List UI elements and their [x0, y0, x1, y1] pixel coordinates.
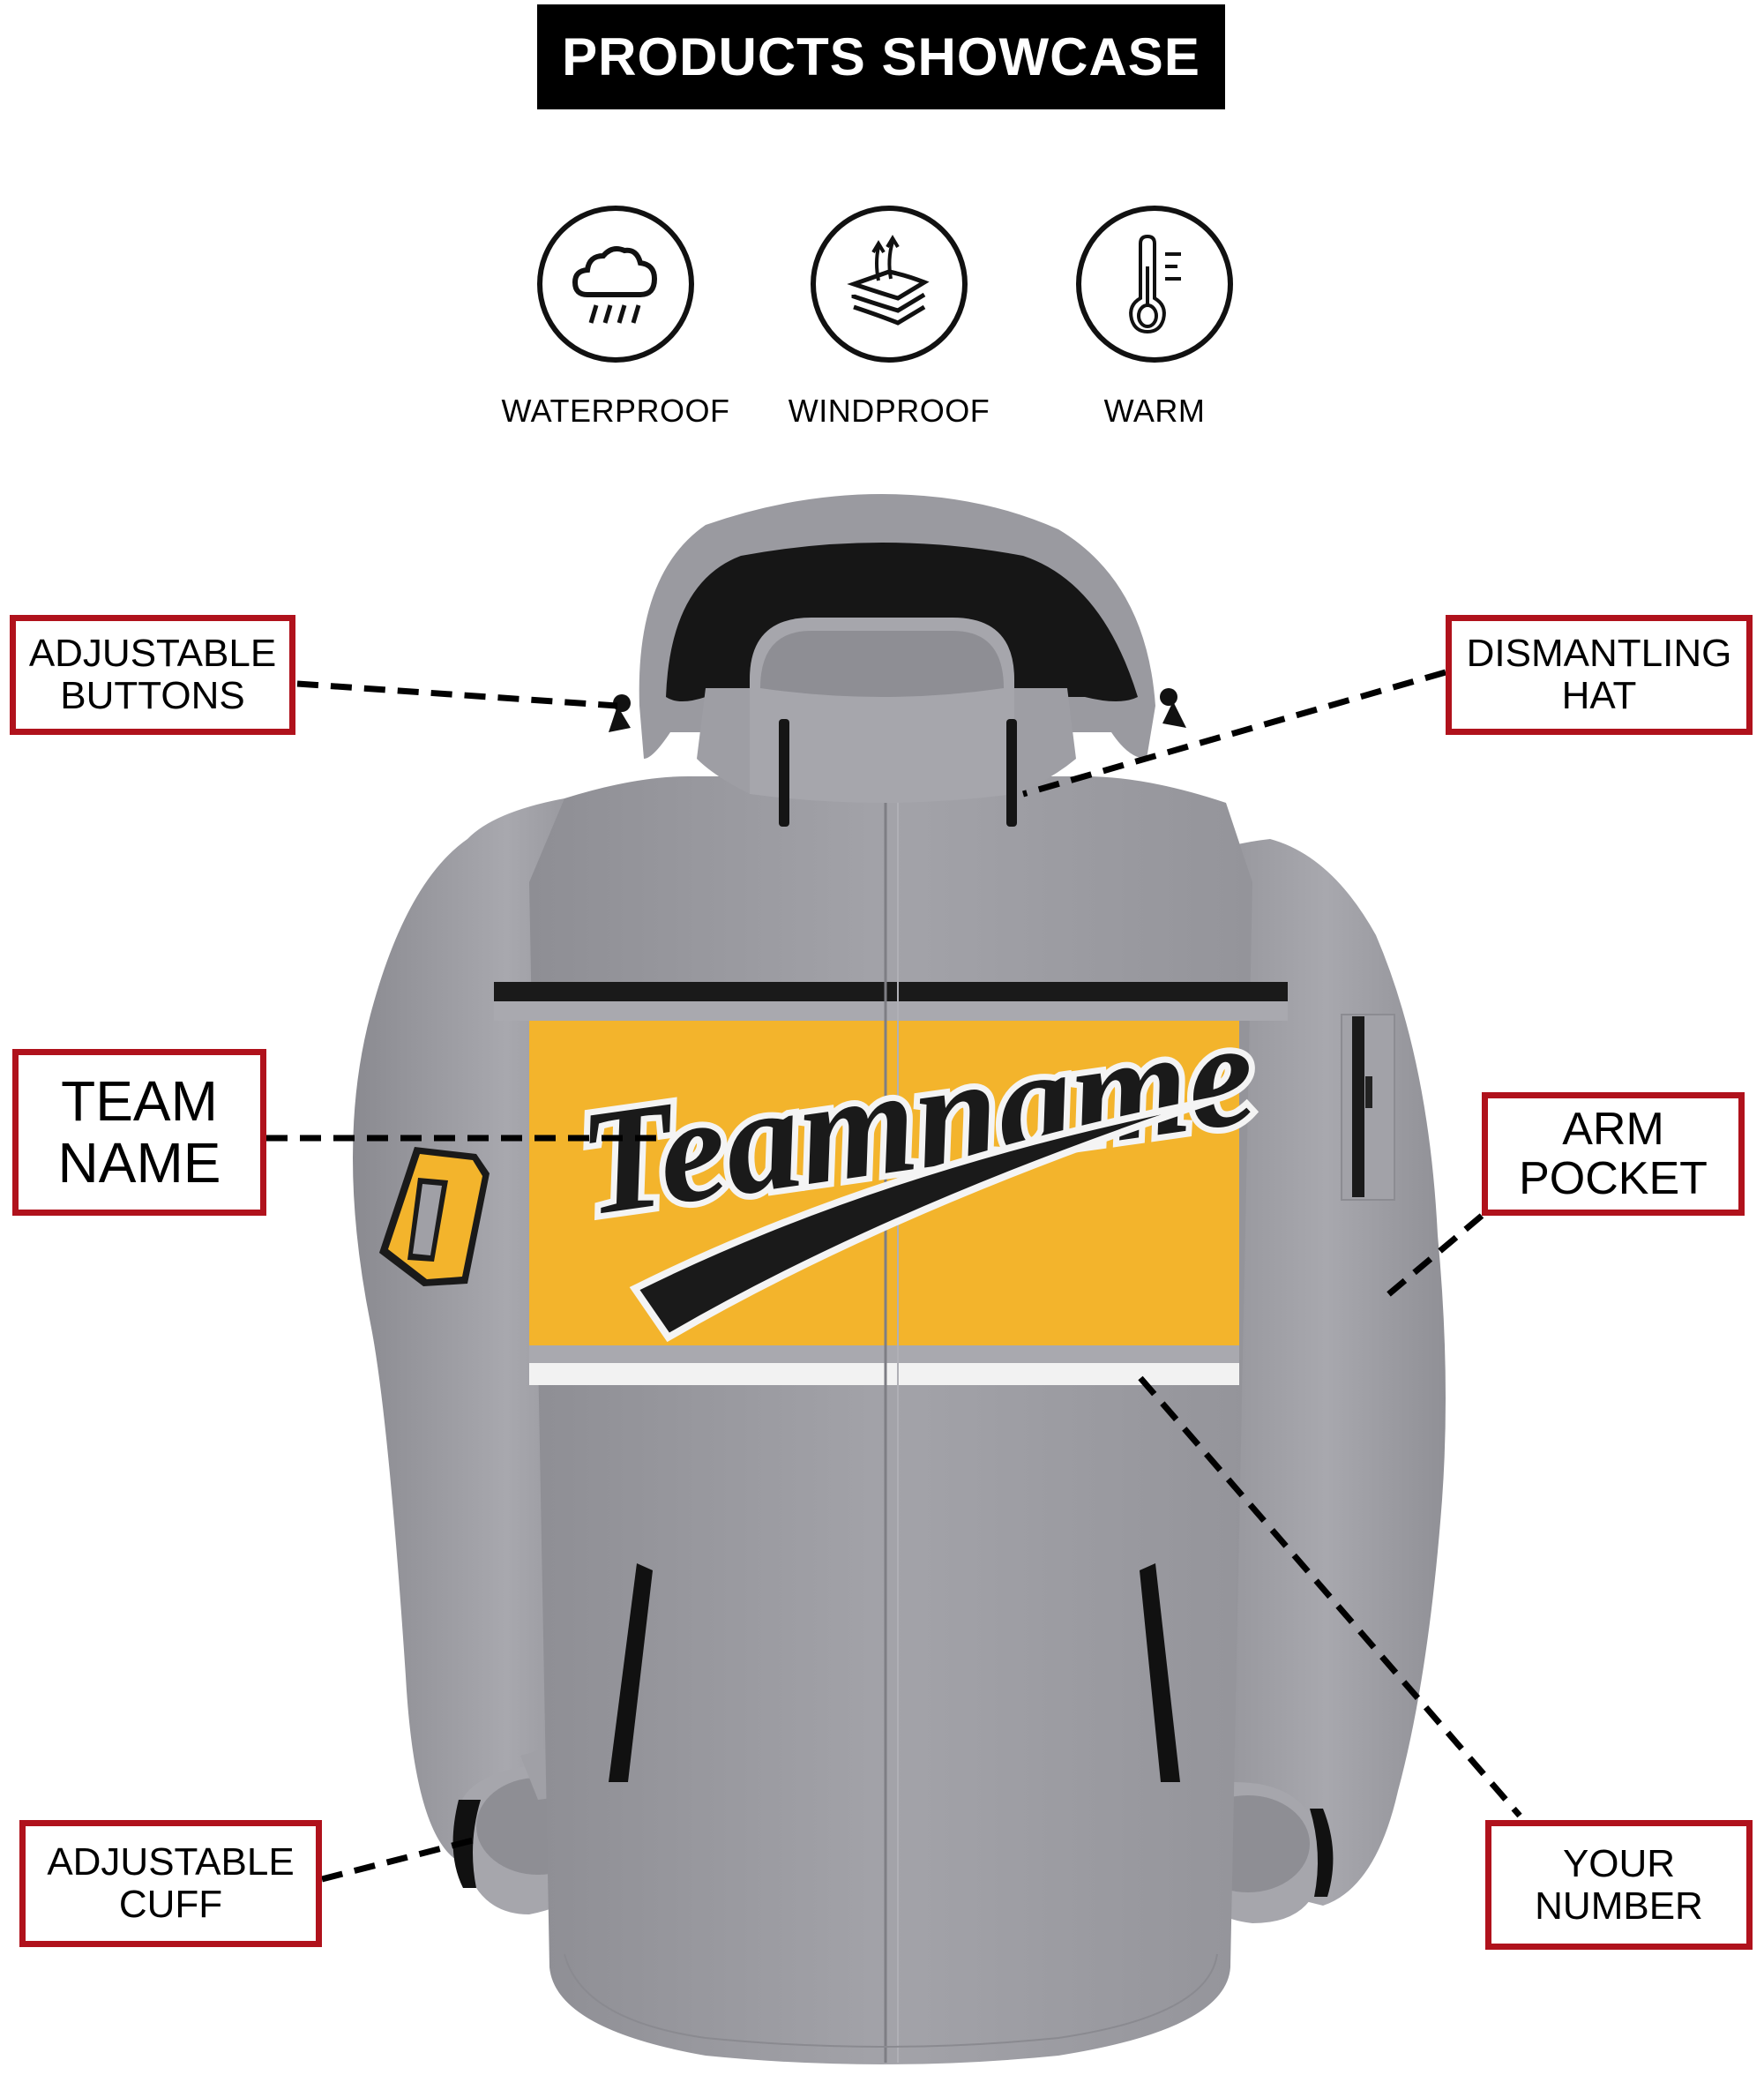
right-hand-pocket [1140, 1563, 1180, 1782]
arm-pocket-zipper [1352, 1016, 1364, 1197]
callout-arm-pocket: ARM POCKET [1482, 1092, 1745, 1216]
callout-text: DISMANTLING [1466, 632, 1732, 676]
layered-fabric-icon [811, 206, 968, 363]
callout-your-number: YOUR NUMBER [1485, 1820, 1753, 1950]
hood [609, 494, 1186, 827]
callout-text: CUFF [118, 1883, 223, 1926]
collar-snap-right [1006, 719, 1017, 827]
callout-text: NAME [57, 1130, 221, 1195]
feature-label: WATERPROOF [501, 393, 730, 429]
feature-warm: WARM [1022, 206, 1287, 430]
callout-dismantling-hat: DISMANTLING HAT [1446, 615, 1753, 735]
thermometer-icon [1076, 206, 1233, 363]
feature-label: WARM [1103, 393, 1206, 429]
jacket-body [494, 776, 1288, 2064]
page-title: PRODUCTS SHOWCASE [537, 4, 1225, 109]
team-name-tail [629, 1097, 1215, 1343]
callout-adjustable-cuff: ADJUSTABLE CUFF [19, 1820, 322, 1947]
callout-team-name: TEAM NAME [12, 1049, 266, 1216]
callout-text: NUMBER [1535, 1884, 1703, 1928]
callout-leader-lines [266, 669, 1522, 1883]
callout-text: ARM [1562, 1103, 1664, 1155]
feature-waterproof: WATERPROOF [483, 206, 748, 430]
rain-cloud-icon [537, 206, 694, 363]
callout-adjustable-buttons: ADJUSTABLE BUTTONS [10, 615, 295, 735]
callout-text: BUTTONS [60, 674, 245, 717]
callout-text: HAT [1561, 674, 1637, 717]
callout-text: ADJUSTABLE [28, 632, 277, 676]
hood-toggle-right [1160, 688, 1177, 706]
callout-text: POCKET [1519, 1153, 1708, 1204]
left-hand-pocket [609, 1563, 653, 1782]
sleeve-number-patch [379, 1147, 490, 1286]
callout-text: ADJUSTABLE [47, 1840, 295, 1884]
callout-text: YOUR [1562, 1841, 1676, 1885]
feature-windproof: WINDPROOF [757, 206, 1021, 430]
collar-snap-left [779, 719, 789, 827]
chest-stripe-black [494, 982, 1288, 1001]
feature-label: WINDPROOF [788, 393, 990, 429]
callout-text: TEAM [61, 1069, 218, 1134]
